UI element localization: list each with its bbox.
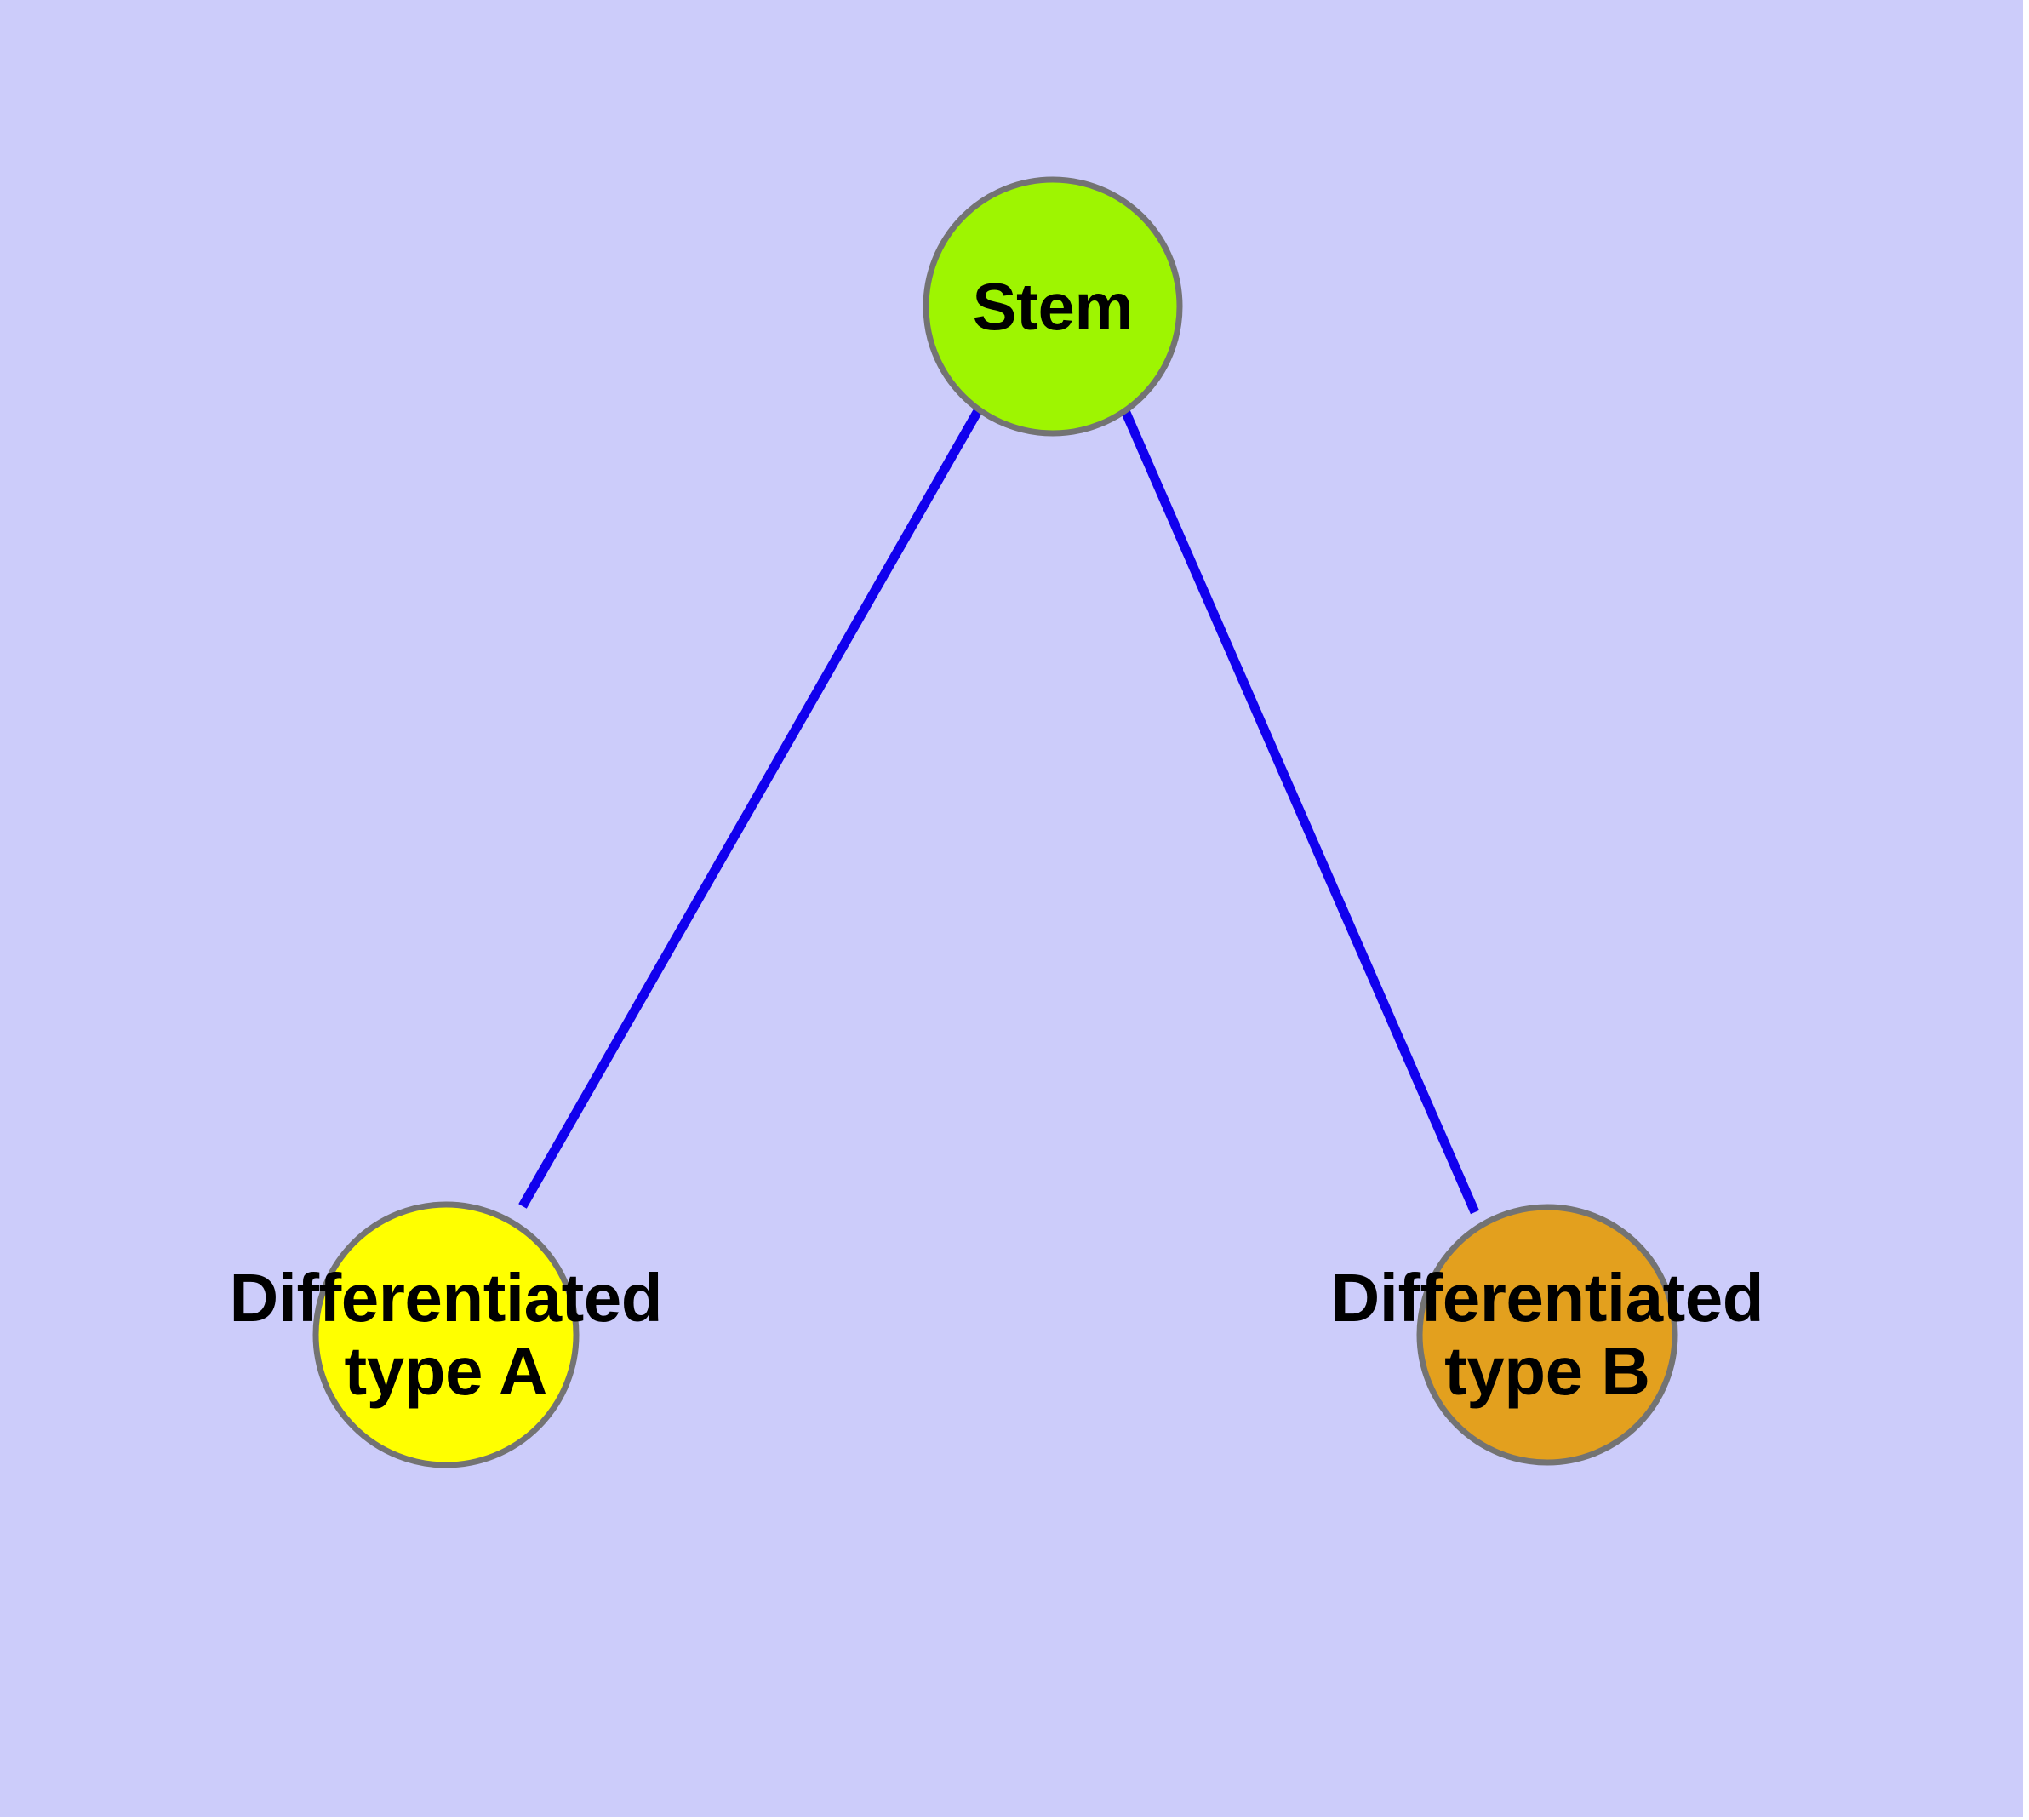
- graph-edge[interactable]: [518, 407, 983, 1209]
- graph-node-diff-b[interactable]: [1416, 1204, 1678, 1466]
- graph-edge[interactable]: [1118, 404, 1480, 1215]
- node-layer: [312, 176, 1678, 1468]
- graph-node-diff-a[interactable]: [312, 1201, 580, 1468]
- edge-layer: [518, 404, 1480, 1215]
- graph-node-stem[interactable]: [923, 176, 1183, 437]
